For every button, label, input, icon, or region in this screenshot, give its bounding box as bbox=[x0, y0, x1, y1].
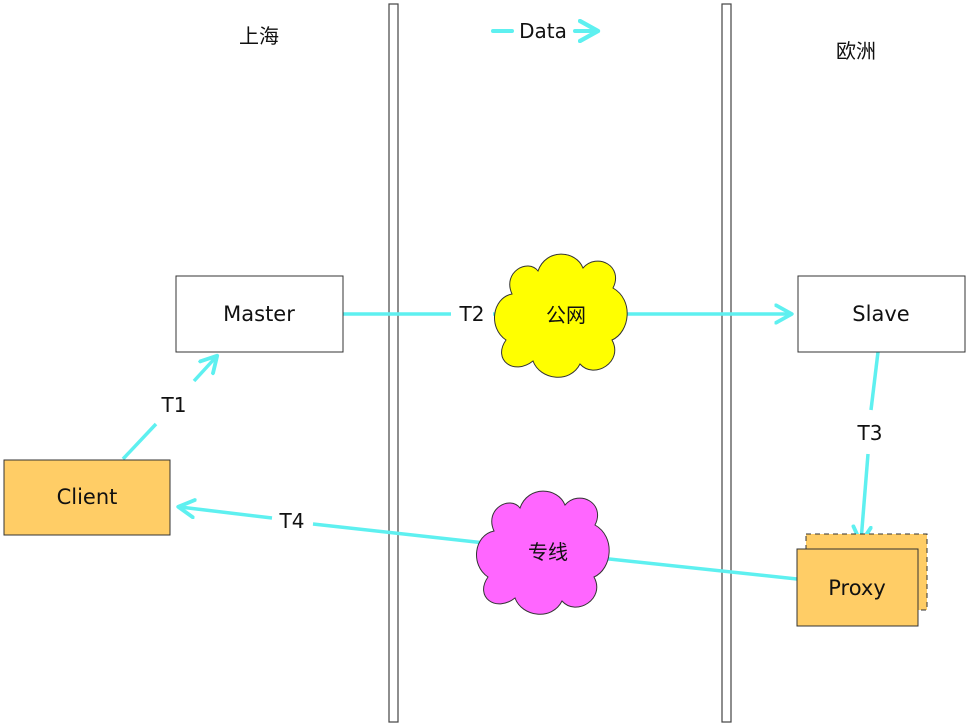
edge-t4-cloud-to-label bbox=[312, 522, 495, 546]
node-master: Master bbox=[175, 275, 344, 353]
cloud-public-network: 公网 bbox=[494, 253, 628, 378]
cloud-public-network-shape bbox=[494, 253, 628, 378]
separator-right bbox=[721, 3, 732, 723]
region-label-shanghai: 上海 bbox=[239, 24, 279, 48]
node-proxy: Proxy bbox=[796, 533, 928, 627]
edge-label-t4: T4 bbox=[279, 509, 305, 533]
node-master-box bbox=[175, 275, 344, 353]
edge-t4-label-to-client bbox=[180, 507, 273, 520]
node-proxy-box bbox=[796, 548, 919, 627]
edge-label-t3: T3 bbox=[857, 421, 883, 445]
node-client: Client bbox=[3, 459, 171, 536]
cloud-public-network-label: 公网 bbox=[546, 303, 586, 327]
legend: Data bbox=[491, 19, 596, 43]
edge-t4-proxy-to-cloud bbox=[599, 556, 798, 581]
node-proxy-label: Proxy bbox=[828, 576, 886, 600]
region-label-europe: 欧洲 bbox=[836, 39, 876, 63]
node-client-label: Client bbox=[57, 485, 118, 509]
node-client-box bbox=[3, 459, 171, 536]
edge-t3-slave-to-label bbox=[869, 351, 880, 411]
node-slave-label: Slave bbox=[852, 302, 909, 326]
cloud-dedicated-line-label: 专线 bbox=[528, 540, 568, 564]
edge-label-t1: T1 bbox=[161, 393, 187, 417]
node-slave-box bbox=[797, 275, 966, 353]
edge-t3-label-to-proxy bbox=[861, 453, 868, 541]
edge-t1-label-to-master bbox=[192, 357, 216, 383]
node-slave: Slave bbox=[797, 275, 966, 353]
node-master-label: Master bbox=[223, 302, 295, 326]
legend-label: Data bbox=[519, 19, 567, 43]
cloud-dedicated-line: 专线 bbox=[476, 490, 610, 615]
edge-t1-client-to-label bbox=[121, 422, 158, 461]
edge-label-t2: T2 bbox=[459, 302, 485, 326]
cloud-dedicated-line-shape bbox=[476, 490, 610, 615]
separator-left bbox=[388, 3, 399, 723]
